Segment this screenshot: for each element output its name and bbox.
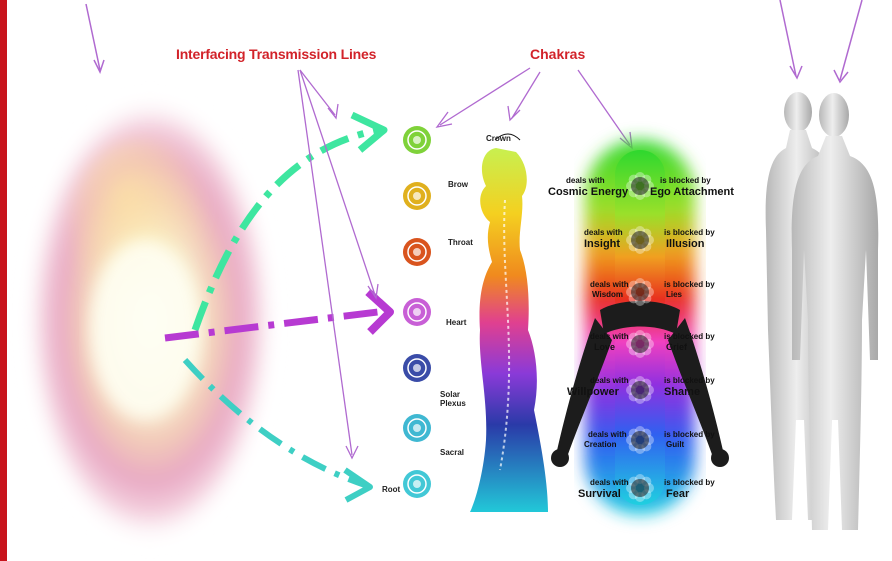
chakra-symbol-4 (403, 298, 431, 326)
column-flower-symbol-6 (626, 426, 654, 454)
mannequin-figures (766, 92, 879, 530)
left-big-label: Willpower (567, 386, 619, 398)
chakra-symbol-2 (403, 182, 431, 210)
right-big-label: Fear (666, 488, 689, 500)
body-label-root: Root (382, 485, 400, 494)
left-big-label: Insight (584, 238, 620, 250)
left-small-label: deals with (590, 478, 629, 487)
right-small-label: is blocked by (664, 228, 715, 237)
chakra-symbol-7 (403, 470, 431, 498)
pointer-lines-interfacing (298, 70, 378, 458)
left-big-label: Love (594, 342, 615, 352)
rainbow-body-silhouette (470, 134, 548, 512)
right-small-label: is blocked by (664, 332, 715, 341)
right-small-label: is blocked by (664, 430, 715, 439)
chakra-symbol-3 (403, 238, 431, 266)
body-label-throat: Throat (448, 238, 473, 247)
chakra-symbol-1 (403, 126, 431, 154)
right-big-label: Ego Attachment (650, 186, 734, 198)
chakra-symbol-6 (403, 414, 431, 442)
left-big-label: Survival (578, 488, 621, 500)
right-big-label: Lies (666, 290, 682, 299)
right-big-label: Grief (666, 342, 687, 352)
chakra-symbol-5 (403, 354, 431, 382)
left-small-label: deals with (588, 430, 627, 439)
right-big-label: Illusion (666, 238, 705, 250)
chakra-symbols (403, 126, 431, 498)
left-small-label: deals with (566, 176, 605, 185)
column-flower-symbol-7 (626, 474, 654, 502)
body-label-brow: Brow (448, 180, 468, 189)
left-small-label: deals with (590, 280, 629, 289)
left-small-label: deals with (590, 376, 629, 385)
column-flower-symbol-2 (626, 226, 654, 254)
label-chakras: Chakras (530, 46, 585, 62)
aura-energy-field (25, 95, 275, 545)
right-big-label: Shame (664, 386, 700, 398)
left-small-label: deals with (584, 228, 623, 237)
right-big-label: Guilt (666, 440, 684, 449)
pointer-line-figure-left (780, 0, 796, 76)
pointer-lines-chakras (437, 68, 632, 148)
left-big-label: Creation (584, 440, 616, 449)
body-label-crown: Crown (486, 134, 511, 143)
column-flower-symbol-3 (626, 278, 654, 306)
right-small-label: is blocked by (664, 376, 715, 385)
column-flower-symbol-5 (626, 376, 654, 404)
pointer-line-aura (86, 4, 100, 70)
left-big-label: Cosmic Energy (548, 186, 628, 198)
pointer-line-figure-right (840, 0, 862, 80)
left-big-label: Wisdom (592, 290, 623, 299)
body-label-solar-plexus: Solar Plexus (440, 390, 474, 408)
column-flower-symbol-4 (626, 330, 654, 358)
right-small-label: is blocked by (664, 478, 715, 487)
right-small-label: is blocked by (660, 176, 711, 185)
body-label-sacral: Sacral (440, 448, 464, 457)
body-label-heart: Heart (446, 318, 466, 327)
label-interfacing-transmission-lines: Interfacing Transmission Lines (176, 46, 376, 62)
right-small-label: is blocked by (664, 280, 715, 289)
left-small-label: deals with (590, 332, 629, 341)
